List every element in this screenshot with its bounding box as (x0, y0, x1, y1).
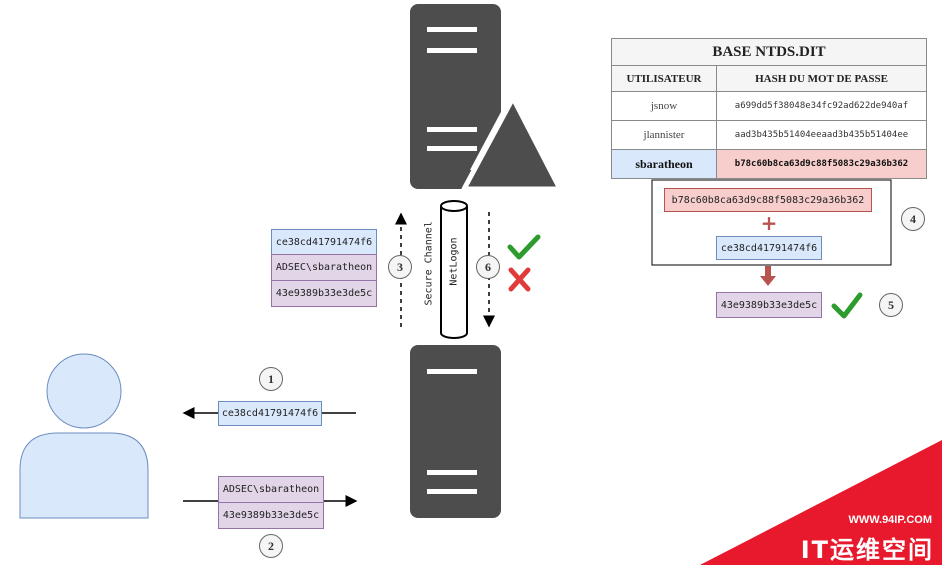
row-hash: b78c60b8ca63d9c88f5083c29a36b362 (716, 149, 927, 179)
user-icon (19, 353, 149, 519)
computation-result: 43e9389b33e3de5c (716, 292, 822, 318)
netlogon-cylinder (440, 200, 468, 339)
table-row: jlannister aad3b435b51404eeaad3b435b5140… (611, 120, 927, 150)
response-box: 43e9389b33e3de5c (218, 502, 324, 529)
check-icon (507, 234, 541, 260)
row-hash: a699dd5f38048e34fc92ad622de940af (716, 91, 927, 121)
relay-username: ADSEC\sbaratheon (271, 254, 377, 281)
netlogon-label: NetLogon (448, 237, 460, 286)
arrow-down-red (760, 266, 776, 286)
step-3: 3 (388, 255, 412, 279)
warning-triangle (461, 95, 563, 192)
watermark-url: WWW.94IP.COM (848, 514, 932, 526)
watermark-brand: IT运维空间 (800, 536, 934, 564)
ntds-table: BASE NTDS.DIT UTILISATEUR HASH DU MOT DE… (611, 38, 927, 179)
cross-icon (508, 267, 531, 292)
row-user: sbaratheon (611, 149, 717, 179)
check-icon (831, 292, 863, 319)
step-1: 1 (259, 367, 283, 391)
computation-frame (651, 179, 892, 266)
relay-challenge: ce38cd41791474f6 (271, 229, 377, 255)
step-5: 5 (879, 293, 903, 317)
column-header-user: UTILISATEUR (611, 65, 717, 92)
username-box: ADSEC\sbaratheon (218, 476, 324, 503)
relay-response: 43e9389b33e3de5c (271, 280, 377, 307)
computation-challenge: ce38cd41791474f6 (716, 236, 822, 260)
watermark-corner (700, 440, 942, 565)
server (410, 345, 501, 518)
plus-sign: + (760, 211, 778, 235)
secure-channel-label: Secure Channel (423, 221, 435, 306)
challenge-box: ce38cd41791474f6 (218, 401, 322, 426)
step-4: 4 (901, 207, 925, 231)
row-user: jlannister (611, 120, 717, 150)
row-user: jsnow (611, 91, 717, 121)
column-header-hash: HASH DU MOT DE PASSE (716, 65, 927, 92)
row-hash: aad3b435b51404eeaad3b435b51404ee (716, 120, 927, 150)
table-row-selected: sbaratheon b78c60b8ca63d9c88f5083c29a36b… (611, 149, 927, 179)
table-row: jsnow a699dd5f38048e34fc92ad622de940af (611, 91, 927, 121)
step-6: 6 (476, 255, 500, 279)
domain-controller-server (410, 4, 501, 189)
ntds-title: BASE NTDS.DIT (611, 38, 927, 66)
step-2: 2 (259, 534, 283, 558)
computation-hash: b78c60b8ca63d9c88f5083c29a36b362 (664, 188, 872, 212)
